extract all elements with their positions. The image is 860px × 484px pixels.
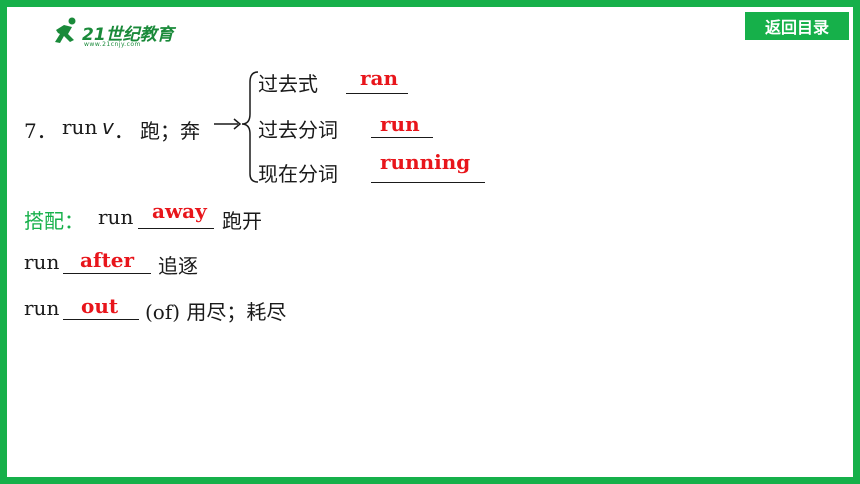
collocation-meaning: (of) 用尽；耗尽 [145, 300, 287, 324]
collocation-prefix: run [24, 296, 60, 320]
blank-line [63, 319, 139, 320]
collocation-prefix: run [98, 205, 134, 229]
runner-logo-icon [55, 17, 76, 43]
entry-word: run [62, 115, 98, 139]
entry-pos: v [102, 115, 114, 139]
entry-meaning: 跑；奔 [140, 119, 200, 143]
collocation-prefix: run [24, 250, 60, 274]
form-answer-present-participle: running [380, 150, 471, 174]
blank-line [138, 228, 214, 229]
collocation-meaning: 跑开 [222, 209, 262, 233]
entry-pos-dot: ． [114, 119, 134, 143]
blank-line [63, 273, 151, 274]
blank-line [346, 93, 408, 94]
form-label-present-participle: 现在分词 [258, 162, 338, 186]
collocation-answer: after [80, 248, 135, 272]
collocation-label: 搭配： [24, 209, 84, 233]
form-label-past-participle: 过去分词 [258, 118, 338, 142]
logo-url: www.21cnjy.com [84, 41, 141, 48]
form-answer-past-participle: run [380, 112, 420, 136]
collocation-answer: out [81, 294, 119, 318]
form-answer-past: ran [360, 66, 399, 90]
form-brace-icon [214, 71, 259, 183]
logo: 21世纪教育 www.21cnjy.com [50, 16, 180, 52]
back-to-contents-button[interactable]: 返回目录 [745, 12, 849, 40]
collocation-answer: away [152, 199, 207, 223]
blank-line [371, 182, 485, 183]
blank-line [371, 137, 433, 138]
entry-number: 7． [24, 119, 57, 143]
collocation-meaning: 追逐 [158, 254, 198, 278]
logo-brand: 21世纪教育 [82, 25, 174, 45]
form-label-past: 过去式 [258, 72, 318, 96]
